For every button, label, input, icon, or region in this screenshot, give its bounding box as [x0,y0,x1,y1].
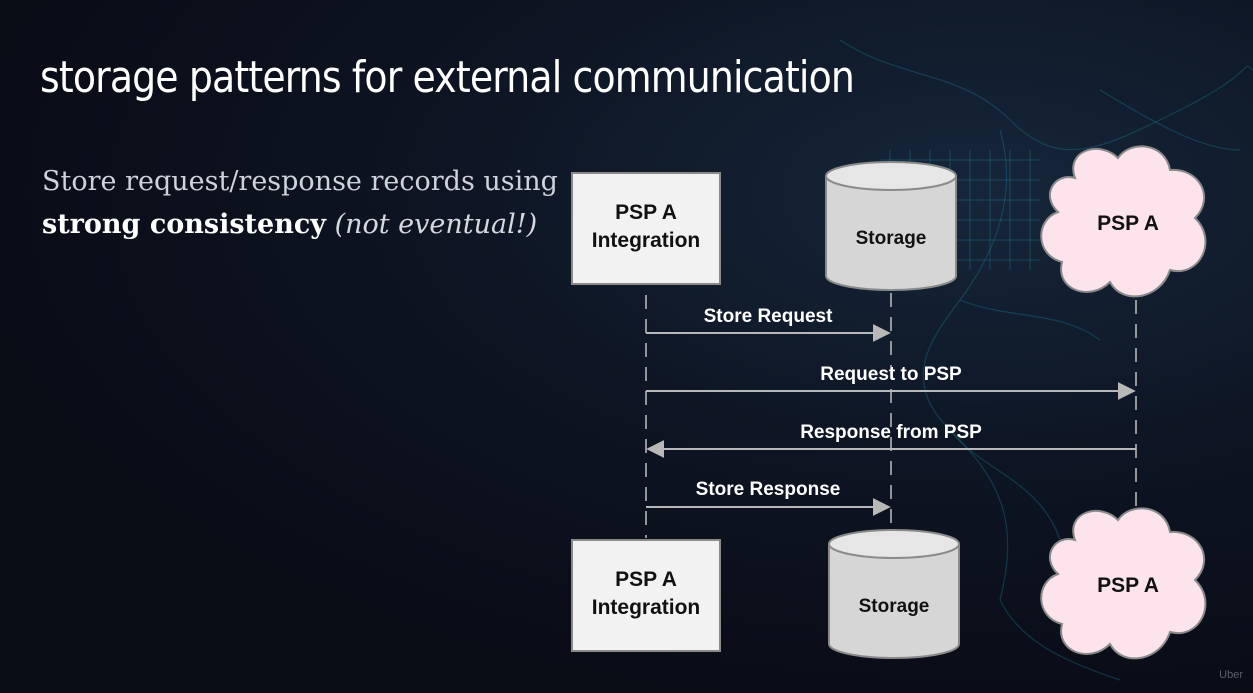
storage-cylinder-bottom: Storage [828,529,960,659]
message-request-to-psp: Request to PSP [646,364,1136,400]
message-list: Store Request Request to PSP Response fr… [646,306,1136,516]
storage-bottom-label: Storage [859,596,930,617]
subtitle-strong-text: strong consistency [42,209,326,240]
psp-cloud-top: PSP A [1040,145,1207,298]
integration-top-label-line1: PSP A [615,201,677,224]
integration-top-label-line2: Integration [592,229,701,252]
message-label-request-to-psp: Request to PSP [820,364,962,385]
message-store-request: Store Request [646,306,891,342]
psp-cloud-bottom: PSP A [1040,507,1207,660]
brand-watermark: Uber [1219,669,1243,681]
slide-subtitle: Store request/response records using str… [42,160,562,246]
message-response-from-psp: Response from PSP [646,422,1136,458]
subtitle-line1: Store request/response records using [42,166,558,197]
psp-top-label: PSP A [1097,212,1159,235]
integration-box-top: PSP A Integration [571,172,721,285]
storage-top-label: Storage [856,228,927,249]
slide-title: storage patterns for external communicat… [40,52,855,103]
integration-box-bottom: PSP A Integration [571,539,721,652]
psp-bottom-label: PSP A [1097,574,1159,597]
message-store-response: Store Response [646,479,891,516]
message-label-store-request: Store Request [704,306,833,327]
message-label-response-from-psp: Response from PSP [800,422,982,443]
storage-cylinder-top: Storage [825,161,957,291]
message-label-store-response: Store Response [696,479,841,500]
integration-bottom-label-line1: PSP A [615,568,677,591]
subtitle-emphasis-text: (not eventual!) [334,209,538,240]
integration-bottom-label-line2: Integration [592,596,701,619]
